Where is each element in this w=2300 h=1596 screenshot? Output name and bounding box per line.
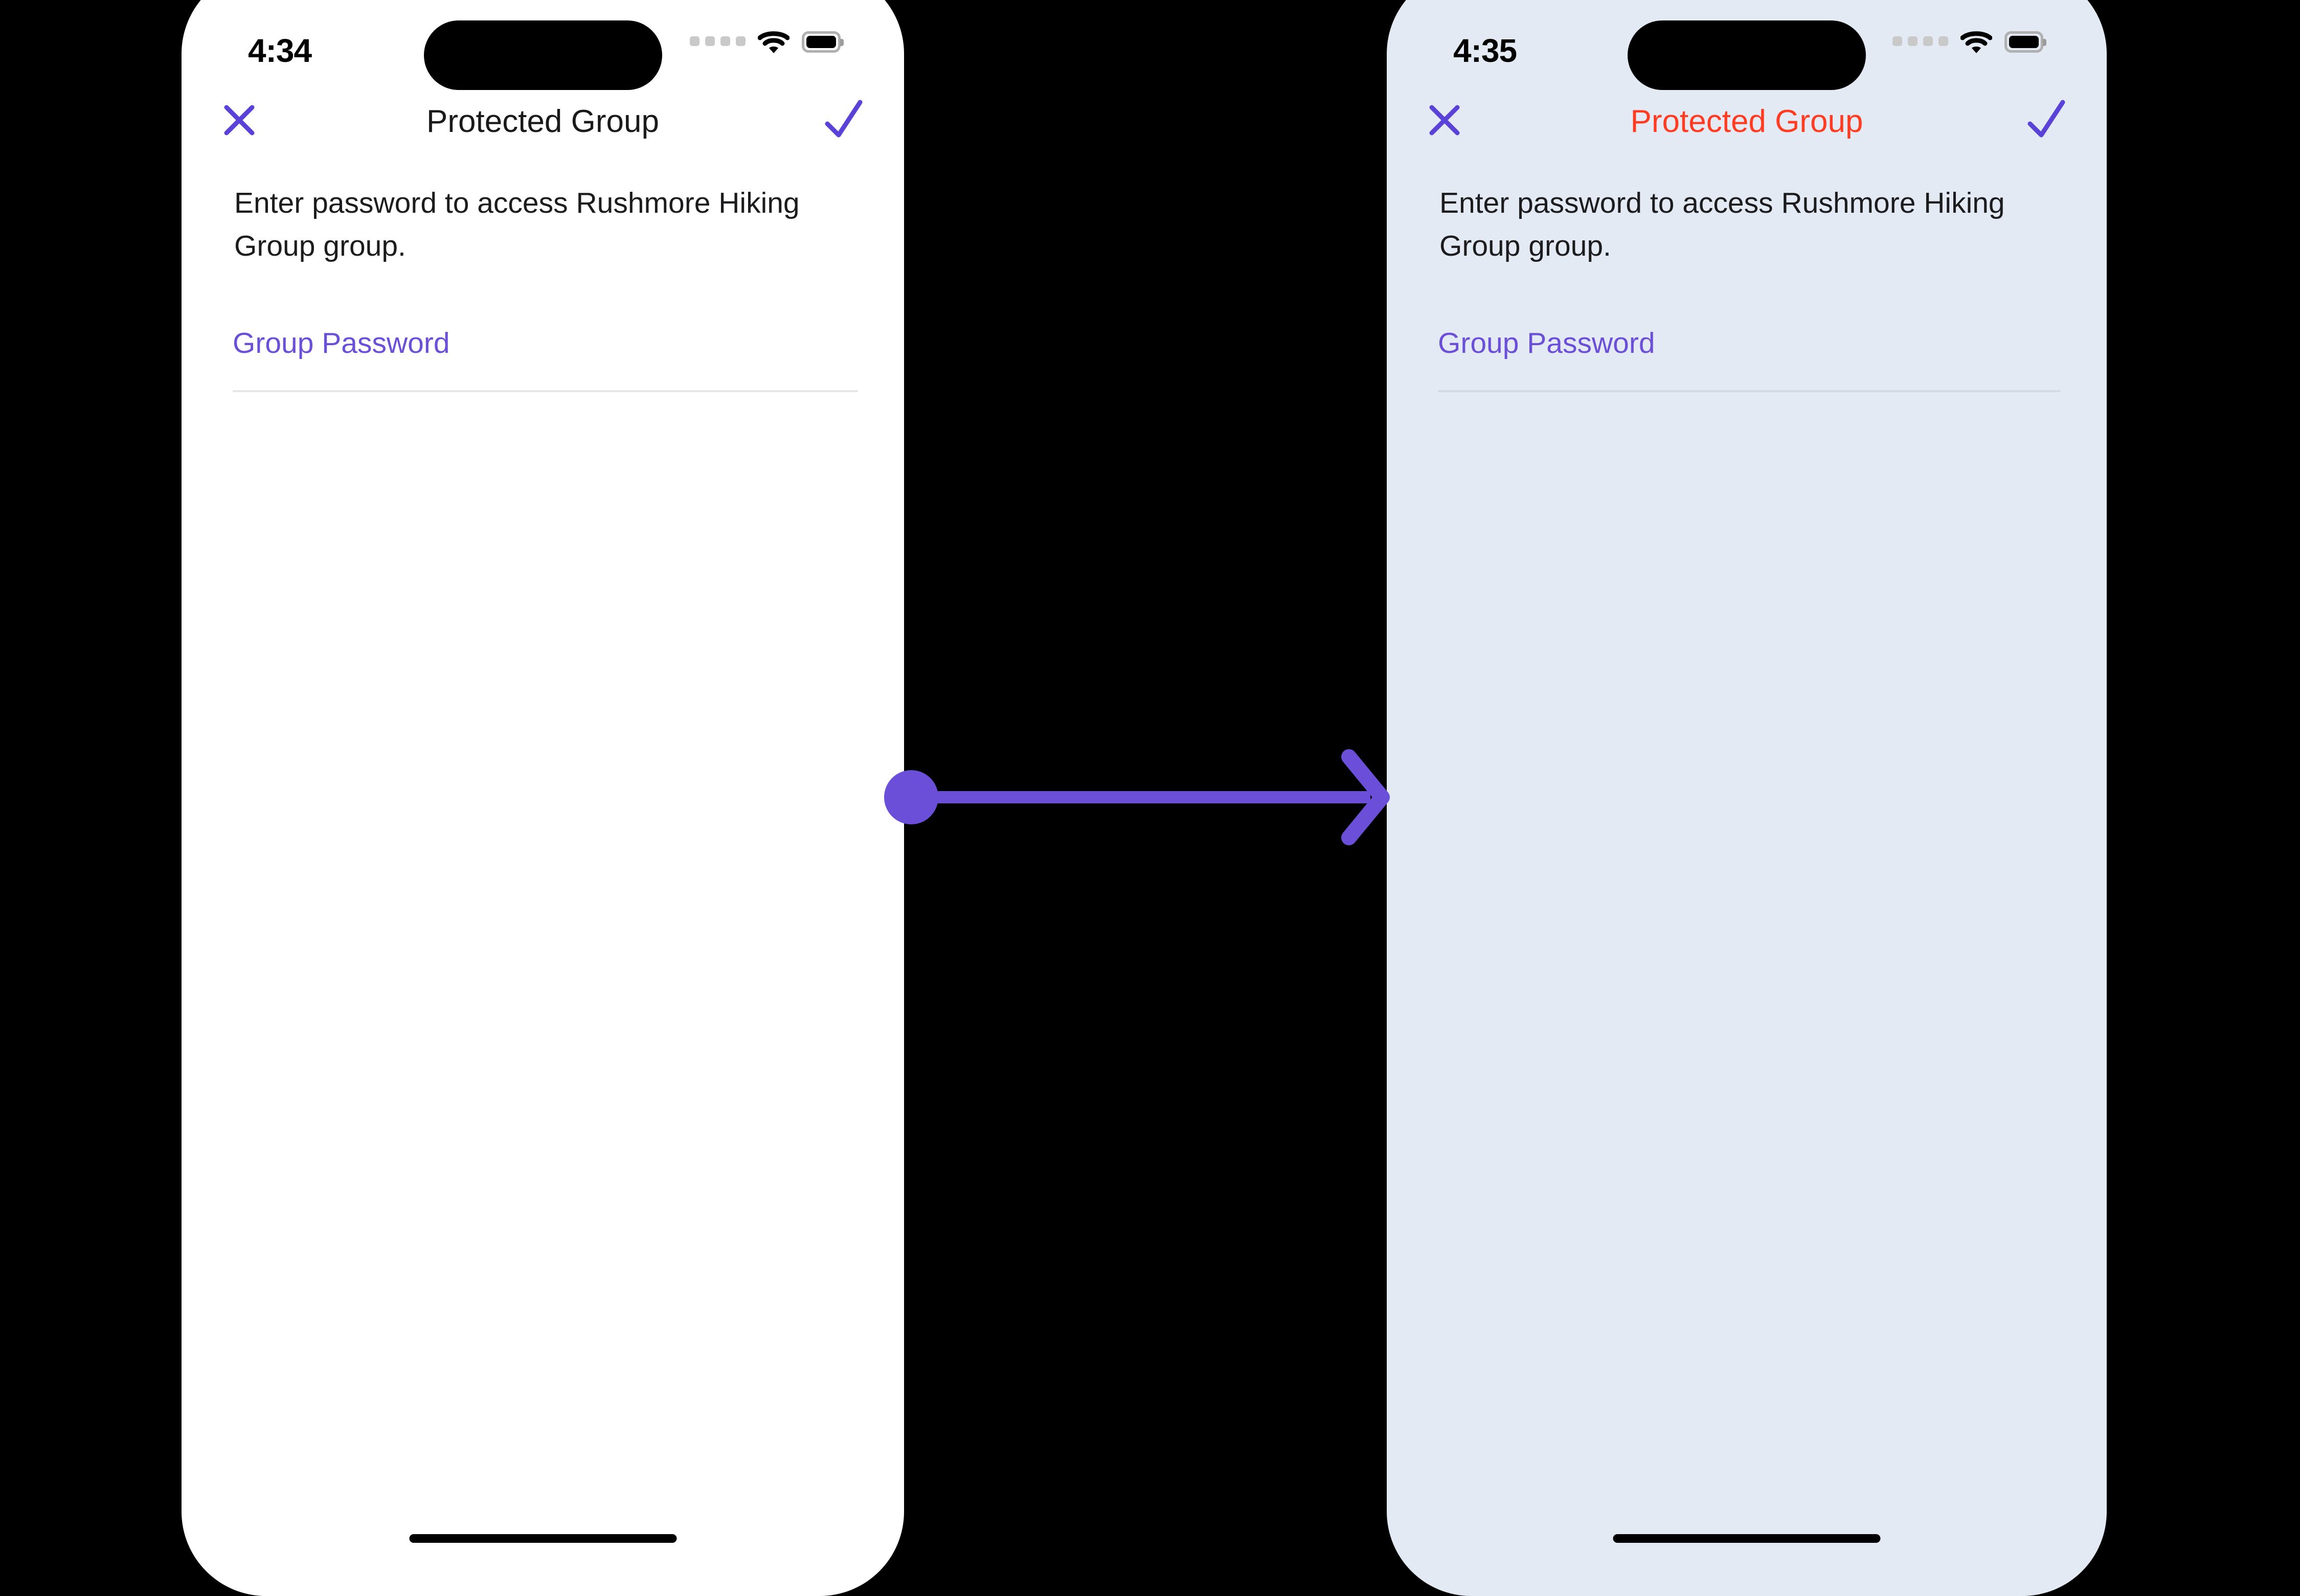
nav-bar: Protected Group	[182, 100, 904, 165]
field-underline	[233, 390, 858, 392]
battery-full-icon	[802, 31, 844, 54]
phone-screenshot-after: 4:35	[1387, 0, 2107, 1596]
app-screen-after: 4:35	[1387, 0, 2107, 1596]
battery-full-icon	[2004, 31, 2046, 54]
wifi-icon	[1960, 30, 1992, 55]
arrow-head	[1341, 749, 1390, 845]
status-indicators	[1892, 30, 2046, 55]
app-screen-before: 4:34	[182, 0, 904, 1596]
field-underline	[1438, 390, 2061, 392]
status-bar: 4:35	[1387, 0, 2107, 90]
description-text: Enter password to access Rushmore Hiking…	[234, 187, 800, 263]
description-text: Enter password to access Rushmore Hiking…	[1439, 187, 2005, 263]
status-clock: 4:34	[248, 32, 312, 69]
close-x-icon[interactable]	[1429, 104, 1460, 136]
group-password-field[interactable]: Group Password	[233, 327, 858, 392]
page-title: Protected Group	[1630, 104, 1863, 139]
group-password-field[interactable]: Group Password	[1438, 327, 2061, 392]
status-clock: 4:35	[1453, 32, 1517, 69]
phone-screenshot-before: 4:34	[182, 0, 904, 1596]
home-indicator	[1613, 1534, 1881, 1543]
checkmark-icon[interactable]	[823, 97, 864, 140]
cellular-dots-icon	[1892, 36, 1948, 49]
page-title: Protected Group	[426, 104, 659, 139]
group-password-label: Group Password	[233, 327, 450, 359]
cellular-dots-icon	[690, 36, 746, 49]
group-password-label: Group Password	[1438, 327, 1655, 359]
dynamic-island	[1628, 20, 1866, 90]
status-bar: 4:34	[182, 0, 904, 90]
nav-bar: Protected Group	[1387, 100, 2107, 165]
home-indicator	[409, 1534, 677, 1543]
wifi-icon	[758, 30, 790, 55]
close-x-icon[interactable]	[223, 104, 255, 136]
dynamic-island	[423, 20, 662, 90]
checkmark-icon[interactable]	[2026, 97, 2067, 140]
status-indicators	[690, 30, 844, 55]
